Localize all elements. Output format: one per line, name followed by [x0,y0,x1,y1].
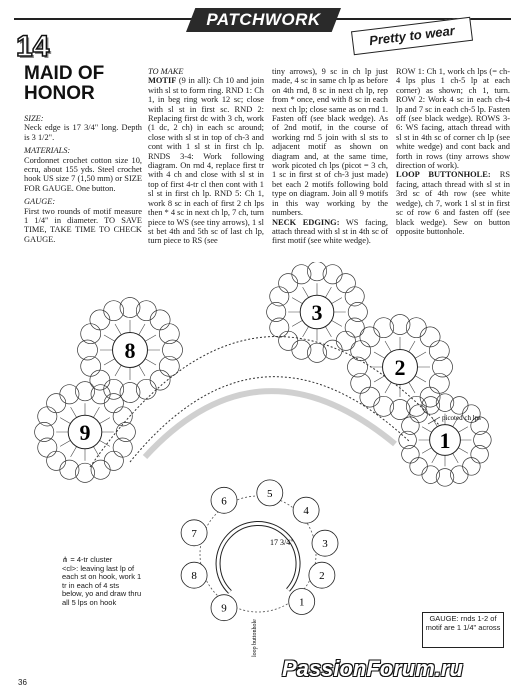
instructions-column-3: ROW 1: Ch 1, work ch lps (= ch-4 lps plu… [396,67,510,240]
section-banner: PATCHWORK [186,8,341,32]
measure-label: 17 3/4" [270,538,294,547]
intro-column: SIZE: Neck edge is 17 3/4" long. Depth i… [24,114,142,248]
cluster-symbol-icon: ⋔ [62,555,69,564]
loop-buttonhole-heading: LOOP BUTTONHOLE: [396,170,491,180]
small-motif-4 [292,496,320,524]
motif-9: 9 [34,381,136,483]
motif-number-label: 1 [440,428,451,453]
materials-label: MATERIALS: [24,146,71,156]
small-motif-number: 3 [322,538,328,550]
motif-number-label: 2 [395,355,406,380]
instructions-column-1: TO MAKE MOTIF (9 in all): Ch 10 and join… [148,67,264,250]
motif-2: 2 [347,314,453,420]
motif-3: 3 [266,262,368,363]
loop-buttonhole-text: RS facing, attach thread with sl st in 3… [396,170,510,236]
motif-1: 1 [398,393,492,487]
small-motif-number: 5 [267,488,273,500]
small-motif-5 [256,479,284,507]
neck-edging-text: WS facing, attach thread with sl st in 4… [272,217,388,246]
page-number: 36 [18,678,27,687]
small-motif-number: 9 [221,603,227,615]
gauge-label: GAUGE: [24,197,56,207]
motif-text: (9 in all): Ch 10 and join with sl st to… [148,76,265,246]
pattern-title: MAID OF HONOR [24,63,105,104]
to-make-heading: TO MAKE [148,67,184,76]
gauge-text: First two rounds of motif measure 1 1/4"… [24,206,142,244]
motif-heading: MOTIF [148,76,177,86]
motif-join-text: tiny arrows), 9 sc in ch lp just made, 4… [272,67,388,218]
instructions-column-2: tiny arrows), 9 sc in ch lp just made, 4… [272,67,388,250]
picot-note: picoted ch lps [442,414,481,422]
small-motif-number: 2 [319,570,325,582]
motif-number-label: 9 [80,420,91,445]
small-motif-number: 1 [299,597,305,609]
motif-8: 8 [77,297,183,403]
small-motif-6 [210,486,238,514]
small-motif-3 [311,529,339,557]
motif-number-label: 3 [312,300,323,325]
neck-edging-heading: NECK EDGING: [272,217,340,227]
legend: ⋔ = 4-tr cluster <cl>: leaving last lp o… [62,555,142,607]
small-motif-number: 4 [303,505,309,517]
section-tag: Pretty to wear [350,16,474,56]
small-motif-number: 7 [191,528,197,540]
size-label: SIZE: [24,114,44,123]
small-motif-number: 8 [191,570,197,582]
motif-number-label: 8 [125,338,136,363]
inset-diagram: 1 2 3 4 5 6 7 8 9 17 3/4" loop buttonhole [180,479,339,657]
small-motif-2 [308,561,336,589]
watermark: PassionForum.ru [282,656,463,681]
materials-text: Cordonnet crochet cotton size 10, ecru, … [24,155,142,193]
gauge-box: GAUGE: rnds 1-2 of motif are 1 1/4" acro… [422,612,504,648]
small-motif-number: 6 [221,495,227,507]
pattern-number: 14 [15,29,50,64]
legend-cluster-desc: <cl>: leaving last lp of each st on hook… [62,563,142,607]
small-motif-9 [210,594,238,622]
size-text: Neck edge is 17 3/4" long. Depth is 3 1/… [24,123,142,142]
rows-text: ROW 1: Ch 1, work ch lps (= ch-4 lps plu… [396,67,510,171]
small-motif-8 [180,561,208,589]
small-motif-1 [288,588,316,615]
loop-note: loop buttonhole [252,619,258,657]
legend-cluster-line: ⋔ = 4-tr cluster [62,555,113,564]
small-motif-7 [180,519,208,547]
